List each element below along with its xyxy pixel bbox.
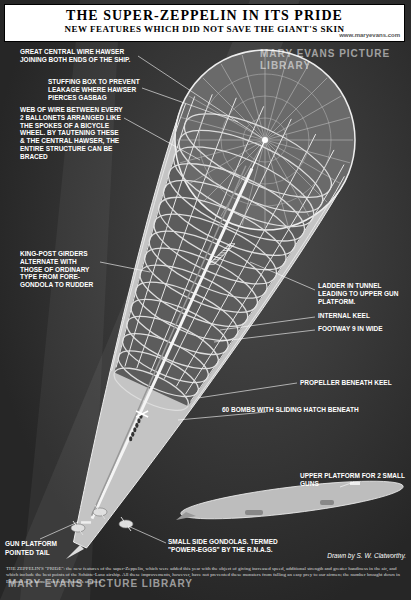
watermark: MARY EVANS PICTURE LIBRARY bbox=[8, 578, 208, 590]
callout-label: GREAT CENTRAL WIRE HAWSER JOINING BOTH E… bbox=[20, 48, 138, 64]
callout-label: STUFFING BOX TO PREVENT LEAKAGE WHERE HA… bbox=[48, 78, 142, 101]
side-view-airship bbox=[176, 473, 405, 526]
callout-label: PROPELLER BENEATH KEEL bbox=[300, 379, 400, 387]
callout-label: GUN PLATFORM bbox=[5, 540, 65, 548]
callout-label: SMALL SIDE GONDOLAS. TERMED "POWER-EGGS"… bbox=[168, 538, 298, 554]
callout-label: POINTED TAIL bbox=[5, 549, 65, 557]
callout-label: INTERNAL KEEL bbox=[318, 312, 402, 320]
title: THE SUPER-ZEPPELIN IN ITS PRIDE bbox=[5, 8, 404, 24]
callout-label: WEB OF WIRE BETWEEN EVERY 2 BALLONETS AR… bbox=[20, 106, 124, 161]
callout-label: KING-POST GIRDERS ALTERNATE WITH THOSE O… bbox=[20, 250, 100, 289]
callout-label: UPPER PLATFORM FOR 2 SMALL GUNS bbox=[300, 472, 406, 488]
leader-lines bbox=[40, 56, 354, 543]
callout-label: LADDER IN TUNNEL LEADING TO UPPER GUN PL… bbox=[318, 282, 402, 305]
callout-label: 60 BOMBS WITH SLIDING HATCH BENEATH bbox=[222, 406, 402, 414]
callout-label: FOOTWAY 9 IN WIDE bbox=[318, 325, 402, 333]
artist-credit: Drawn by S. W. Clatworthy. bbox=[304, 552, 406, 560]
watermark: MARY EVANS PICTURE LIBRARY bbox=[260, 48, 406, 72]
watermark: www.maryevans.com bbox=[300, 32, 400, 39]
